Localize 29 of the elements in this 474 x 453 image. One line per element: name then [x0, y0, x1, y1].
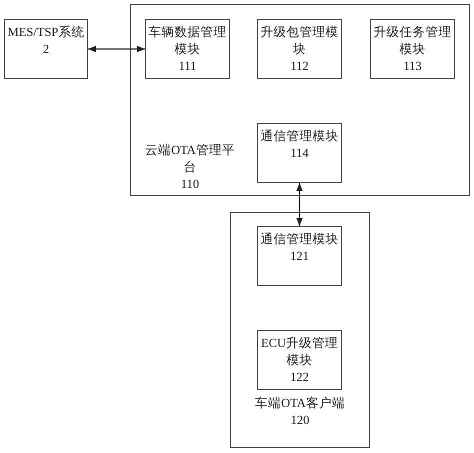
reference-number: 114 [290, 145, 309, 162]
reference-number: 122 [290, 369, 309, 386]
node-label: ECU升级管理模块 [260, 335, 339, 369]
module-box [145, 19, 230, 79]
module-box [370, 19, 455, 79]
node-label: 升级包管理模块 [260, 24, 340, 58]
reference-number: 111 [178, 58, 196, 75]
node-label: 云端OTA管理平台 [145, 142, 235, 176]
reference-number: 121 [290, 248, 309, 265]
node-label: 通信管理模块 [260, 231, 338, 248]
module-box [257, 330, 342, 390]
node-label: 升级任务管理模块 [372, 24, 452, 58]
node-label: 车辆数据管理模块 [148, 24, 228, 58]
double-arrow [296, 183, 303, 226]
reference-number: 113 [403, 58, 422, 75]
node-label: MES/TSP系统 [8, 24, 84, 41]
container-box [130, 4, 470, 196]
reference-number: 120 [290, 412, 310, 429]
module-box [257, 226, 342, 286]
double-arrow [88, 46, 145, 52]
reference-number: 112 [290, 58, 309, 75]
reference-number: 110 [180, 176, 200, 193]
reference-number: 2 [42, 41, 50, 58]
node-label: 通信管理模块 [260, 128, 338, 145]
module-box [4, 19, 88, 79]
module-box [257, 123, 342, 183]
module-box [257, 19, 342, 79]
container-box [230, 212, 370, 448]
node-label: 车端OTA客户端 [255, 395, 345, 412]
